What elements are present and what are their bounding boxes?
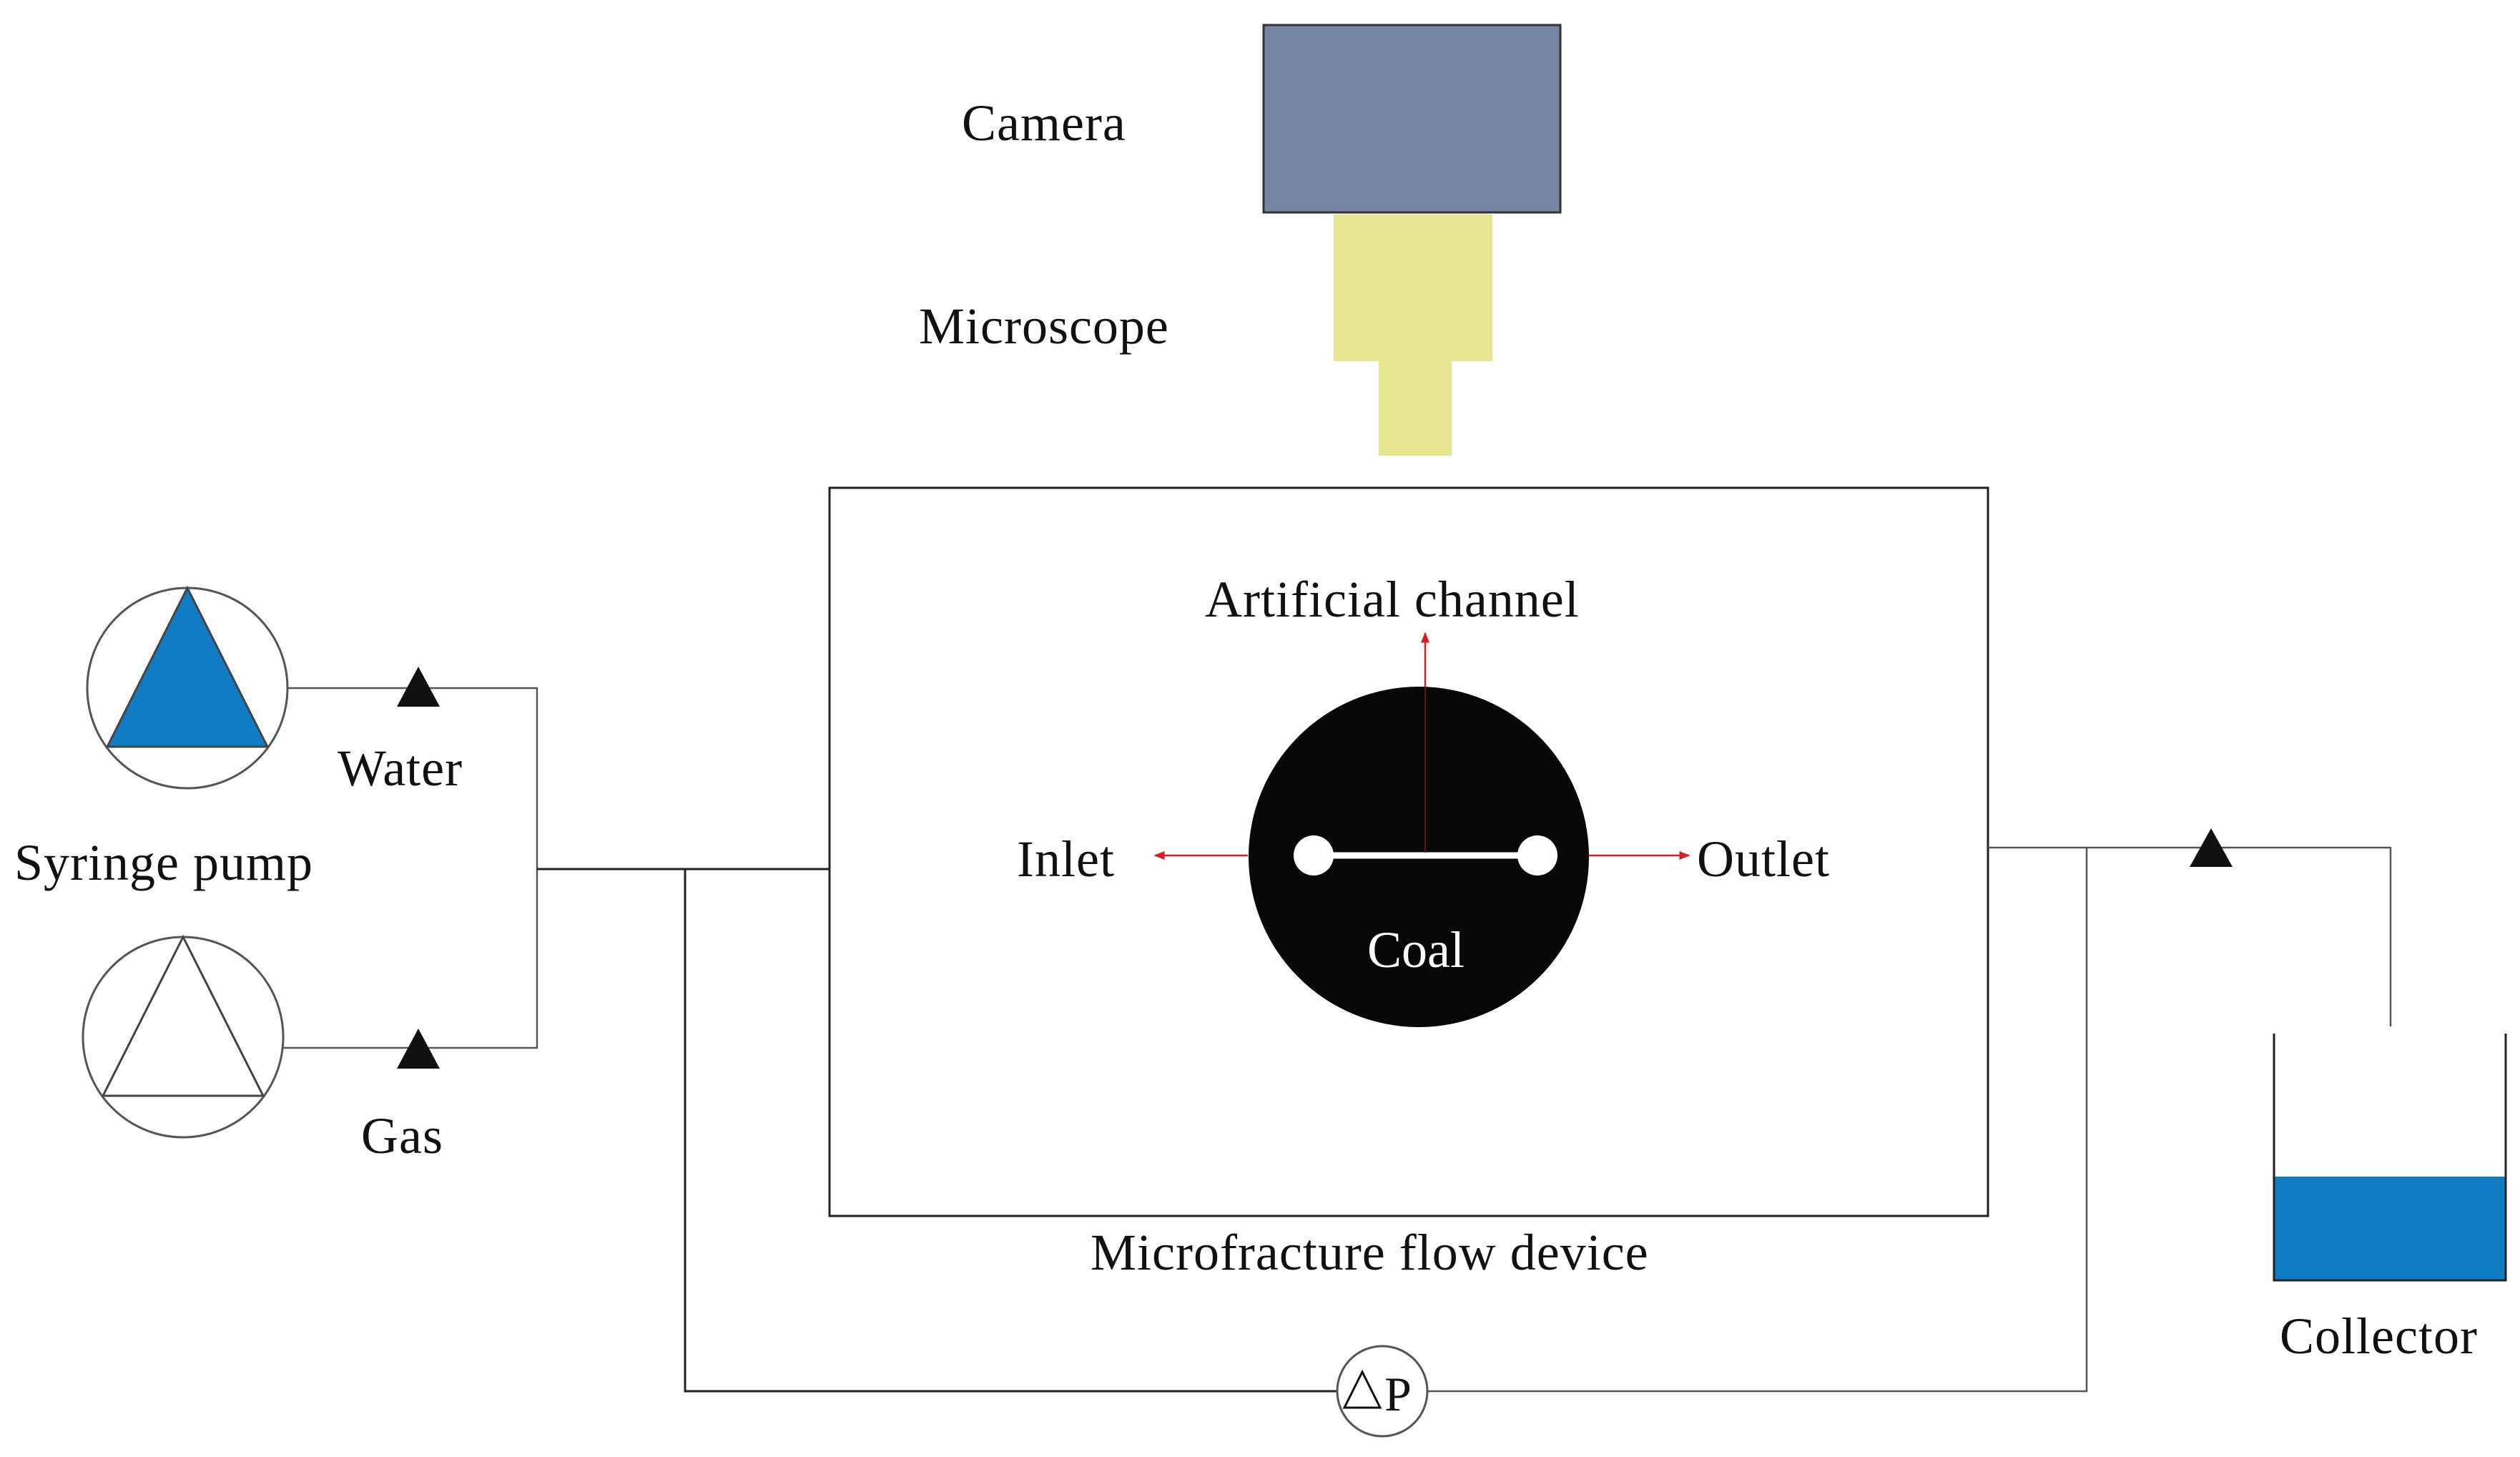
microscope-upper — [1334, 215, 1492, 361]
collector-beaker — [2273, 1034, 2507, 1282]
gas-pump — [82, 934, 285, 1139]
inlet-label: Inlet — [1017, 830, 1115, 888]
microfracture-device-box — [828, 486, 1989, 1217]
gas-check-valve-icon — [397, 1029, 440, 1069]
inlet-port — [1294, 835, 1334, 875]
filled-triangle-in-circle-icon — [105, 585, 270, 748]
outline-triangle-in-circle-icon — [101, 934, 265, 1097]
syringe-pump-label: Syringe pump — [14, 834, 313, 891]
outlet-check-valve-icon — [2190, 828, 2233, 867]
pressure-gauge-label: P — [1384, 1367, 1412, 1421]
pressure-line-right — [1427, 848, 2088, 1393]
water-line — [287, 687, 538, 869]
artificial-channel-label: Artificial channel — [1205, 571, 1580, 628]
outlet-label: Outlet — [1697, 830, 1830, 888]
water-label: Water — [338, 740, 463, 797]
camera-label: Camera — [962, 94, 1126, 152]
coal-label: Coal — [1367, 921, 1465, 978]
microscope-lens — [1379, 361, 1452, 456]
pressure-line-left — [684, 869, 1337, 1393]
gas-label: Gas — [361, 1107, 443, 1164]
collector-label: Collector — [2280, 1308, 2478, 1365]
gas-line — [283, 869, 538, 1049]
water-pump — [86, 585, 289, 790]
microscope-label: Microscope — [919, 298, 1169, 355]
microfracture-device-label: Microfracture flow device — [1091, 1224, 1649, 1281]
delta-p-gauge-icon: P — [1336, 1345, 1429, 1438]
water-check-valve-icon — [397, 667, 440, 707]
outlet-line — [1988, 846, 2392, 1026]
outlet-port — [1517, 835, 1557, 875]
camera-body — [1262, 24, 1562, 214]
collector-liquid — [2274, 1177, 2506, 1280]
